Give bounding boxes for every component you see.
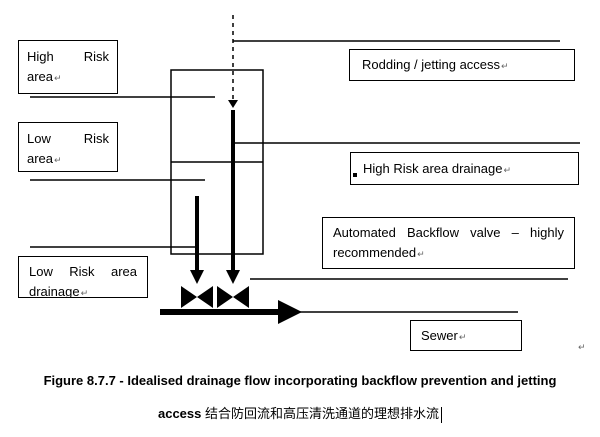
- label-backflow-valve: Automated Backflow valve – highly recomm…: [322, 217, 575, 269]
- label-backflow-valve-line1: Automated Backflow valve – highly: [333, 225, 564, 240]
- stray-paragraph-mark: ↵: [578, 342, 586, 352]
- label-sewer-text: Sewer: [421, 328, 458, 343]
- label-backflow-valve-line2: recommended: [333, 245, 417, 260]
- label-low-risk-area-drainage: Low Risk area drainage↵: [18, 256, 148, 298]
- label-high-risk-area-line1: High Risk: [27, 49, 109, 64]
- backflow-valve-right: [217, 286, 249, 308]
- rodding-arrowhead: [228, 100, 238, 108]
- bullet-marker: [353, 173, 357, 177]
- label-low-risk-area-drainage-line1: Low Risk area: [29, 264, 137, 279]
- label-high-risk-drainage: High Risk area drainage↵: [350, 152, 579, 185]
- paragraph-mark: ↵: [501, 61, 509, 71]
- label-rodding-access: Rodding / jetting access↵: [349, 49, 575, 81]
- paragraph-mark: ↵: [54, 155, 62, 165]
- backflow-valve-left: [181, 286, 213, 308]
- low-risk-flow-arrowhead: [190, 270, 204, 284]
- label-low-risk-area-drainage-line2: drainage: [29, 284, 80, 298]
- paragraph-mark: ↵: [503, 165, 512, 175]
- sewer-flow-arrowhead: [278, 300, 302, 324]
- figure-caption-text-cn: 结合防回流和高压清洗通道的理想排水流: [204, 407, 439, 422]
- paragraph-mark: ↵: [417, 249, 425, 259]
- figure-caption-text-1: Figure 8.7.7 - Idealised drainage flow i…: [43, 373, 557, 388]
- label-rodding-access-text: Rodding / jetting access: [362, 57, 501, 72]
- label-sewer: Sewer↵: [410, 320, 522, 351]
- figure-caption-line2: access 结合防回流和高压清洗通道的理想排水流: [0, 403, 600, 423]
- paragraph-mark: ↵: [458, 332, 467, 342]
- figure-caption-text-2: access: [157, 406, 205, 421]
- label-high-risk-area-line2: area: [27, 69, 54, 84]
- label-high-risk-drainage-text: High Risk area drainage: [363, 161, 503, 176]
- paragraph-mark: ↵: [80, 288, 89, 298]
- label-high-risk-area: High Risk area↵: [18, 40, 118, 94]
- high-risk-flow-arrowhead: [226, 270, 240, 284]
- label-low-risk-area: Low Risk area↵: [18, 122, 118, 172]
- label-low-risk-area-line1: Low Risk: [27, 131, 109, 146]
- label-low-risk-area-line2: area: [27, 151, 54, 166]
- text-cursor: [441, 406, 442, 423]
- paragraph-mark: ↵: [54, 73, 62, 83]
- figure-caption-line1: Figure 8.7.7 - Idealised drainage flow i…: [0, 373, 600, 388]
